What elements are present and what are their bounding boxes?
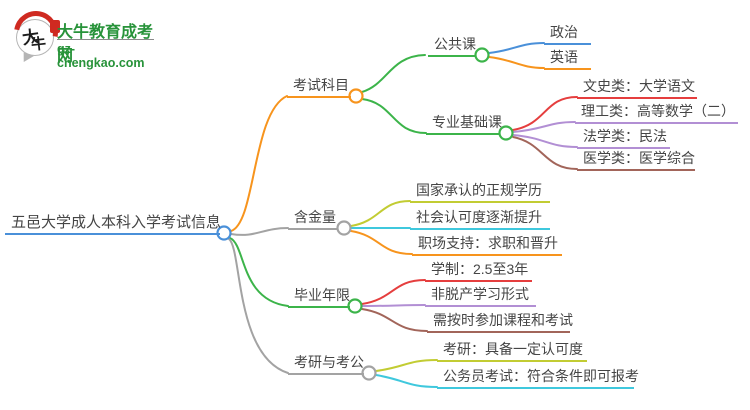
edge-civil-service — [375, 374, 438, 388]
node-label: 需按时参加课程和考试 — [433, 312, 573, 328]
edge-science — [512, 121, 576, 133]
edge-root-graduation — [229, 237, 289, 307]
node-state-recognized[interactable]: 国家承认的正规学历 — [410, 182, 550, 203]
node-english[interactable]: 英语 — [544, 49, 591, 70]
node-label: 政治 — [550, 24, 578, 40]
node-graduation-years[interactable]: 毕业年限 — [288, 287, 350, 308]
node-label: 英语 — [550, 49, 578, 65]
graduation-handle[interactable] — [347, 298, 363, 314]
edge-public-course — [361, 54, 426, 93]
root-node-label: 五邑大学成人本科入学考试信息 — [11, 214, 222, 231]
node-label: 文史类：大学语文 — [583, 78, 695, 94]
node-science-math[interactable]: 理工类：高等数学（二） — [575, 103, 738, 124]
node-label: 专业基础课 — [432, 114, 502, 130]
node-part-time-study[interactable]: 非脱产学习形式 — [425, 286, 536, 307]
edge-law — [512, 134, 578, 148]
logo-site-url: gz-chengkao.com — [57, 39, 154, 70]
site-logo[interactable]: 大 牛 大牛教育成考网 gz-chengkao.com — [5, 2, 164, 70]
node-label: 学制：2.5至3年 — [431, 261, 529, 277]
node-postgrad-civil-service[interactable]: 考研与考公 — [288, 354, 364, 375]
node-label: 公共课 — [434, 36, 476, 52]
node-value[interactable]: 含金量 — [288, 209, 337, 230]
edge-schooling-years — [361, 279, 426, 305]
edge-major-basic-course — [361, 98, 427, 134]
node-label: 含金量 — [294, 209, 336, 225]
node-social-recognition[interactable]: 社会认可度逐渐提升 — [410, 209, 550, 230]
node-attendance-required[interactable]: 需按时参加课程和考试 — [427, 312, 573, 333]
node-liberal-arts-chinese[interactable]: 文史类：大学语文 — [577, 78, 697, 99]
node-label: 法学类：民法 — [583, 128, 667, 144]
node-exam-subjects[interactable]: 考试科目 — [287, 77, 351, 98]
node-schooling-length[interactable]: 学制：2.5至3年 — [425, 261, 532, 282]
exam-subjects-handle[interactable] — [348, 88, 364, 104]
node-major-basic-course[interactable]: 专业基础课 — [426, 114, 502, 135]
logo-bull-icon: 大 牛 — [5, 2, 67, 65]
node-medical-comprehensive[interactable]: 医学类：医学综合 — [577, 150, 695, 171]
logo-char-niu: 牛 — [30, 35, 47, 54]
node-label: 国家承认的正规学历 — [416, 182, 542, 198]
value-handle[interactable] — [336, 220, 352, 236]
node-label: 理工类：高等数学（二） — [581, 103, 735, 119]
node-label: 非脱产学习形式 — [431, 286, 529, 302]
edge-part-time — [361, 304, 426, 307]
edge-medical — [512, 136, 578, 170]
node-label: 医学类：医学综合 — [583, 150, 695, 166]
node-civil-service-eligible[interactable]: 公务员考试：符合条件即可报考 — [437, 368, 639, 389]
node-politics[interactable]: 政治 — [544, 24, 591, 45]
edge-english — [488, 56, 545, 69]
node-label: 考试科目 — [293, 77, 349, 93]
node-label: 考研与考公 — [294, 354, 364, 370]
edge-liberal-arts — [512, 96, 578, 131]
node-career-support[interactable]: 职场支持：求职和晋升 — [412, 235, 562, 256]
node-postgraduate-recognition[interactable]: 考研：具备一定认可度 — [437, 341, 587, 362]
node-label: 公务员考试：符合条件即可报考 — [443, 368, 639, 384]
node-law-civil-law[interactable]: 法学类：民法 — [577, 128, 670, 149]
logo-red-seal — [50, 20, 60, 33]
edge-state-recognized — [350, 200, 411, 227]
edge-career-support — [350, 230, 413, 255]
exams-handle[interactable] — [361, 365, 377, 381]
edge-postgraduate — [375, 359, 438, 372]
node-label: 职场支持：求职和晋升 — [418, 235, 558, 251]
node-public-course[interactable]: 公共课 — [428, 36, 476, 57]
node-label: 社会认可度逐渐提升 — [416, 209, 542, 225]
edge-root-exam-subjects — [230, 95, 288, 232]
edge-root-value — [230, 227, 289, 236]
public-course-handle[interactable] — [474, 47, 490, 63]
edge-attendance — [361, 308, 428, 332]
edge-root-exams — [228, 238, 289, 374]
node-label: 毕业年限 — [294, 287, 350, 303]
logo-speech-bubble — [16, 19, 54, 56]
node-label: 考研：具备一定认可度 — [443, 341, 583, 357]
edge-politics — [488, 42, 545, 54]
root-node[interactable]: 五邑大学成人本科入学考试信息 — [5, 214, 222, 235]
logo-site-name: 大牛教育成考网 — [57, 24, 154, 65]
